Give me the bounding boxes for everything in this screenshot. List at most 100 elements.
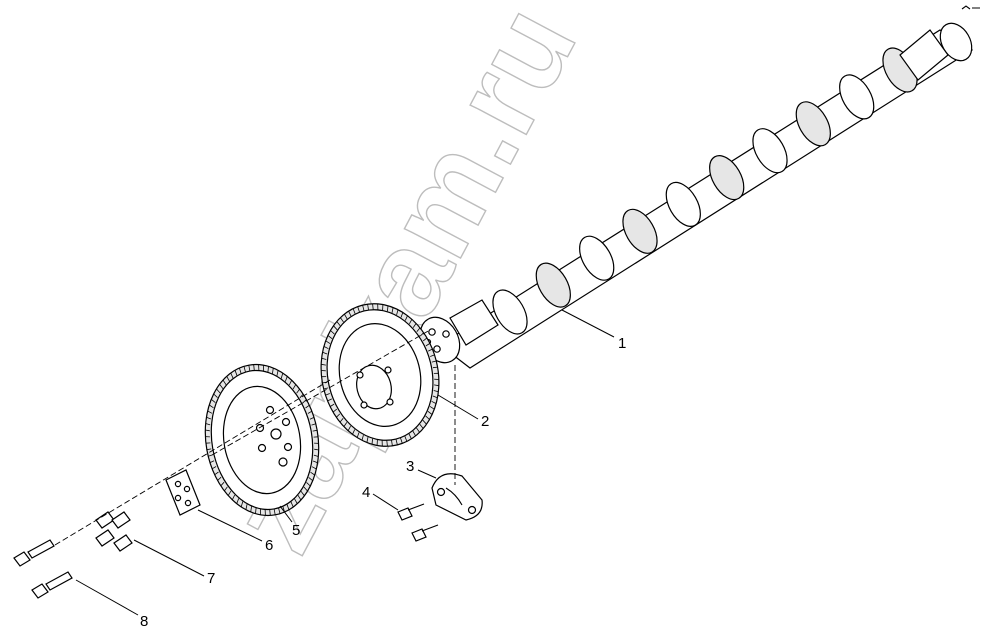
gear-tooth xyxy=(292,384,297,390)
gear-tooth xyxy=(321,357,327,360)
gear-tooth xyxy=(432,395,438,399)
gear-tooth xyxy=(300,491,305,496)
gear-tooth xyxy=(412,323,417,328)
gear-tooth xyxy=(367,304,369,310)
idler-gear-icon xyxy=(204,363,320,517)
gear-tooth xyxy=(267,366,269,373)
gear-tooth xyxy=(211,398,216,403)
gear-tooth xyxy=(224,486,228,492)
gear-tooth xyxy=(336,321,341,327)
cam-lobe xyxy=(752,128,788,174)
gear-tooth xyxy=(222,379,227,386)
gear-tooth xyxy=(395,439,398,445)
gear-tooth xyxy=(236,498,240,504)
gear-tooth xyxy=(313,454,319,457)
gear-tooth xyxy=(404,435,408,442)
camshaft-gear-icon xyxy=(320,303,440,447)
gear-tooth xyxy=(226,376,230,382)
gear-tooth xyxy=(209,460,215,463)
gear-tooth xyxy=(208,454,213,457)
gear-tooth xyxy=(240,501,244,508)
gear-tooth xyxy=(419,423,424,429)
gear-tooth xyxy=(211,466,217,470)
gear-tooth xyxy=(278,507,281,514)
gear-tooth xyxy=(214,471,219,476)
gear-tooth xyxy=(312,460,318,464)
cam-lobe xyxy=(839,74,875,120)
gear-tooth xyxy=(314,448,319,451)
gear-tooth xyxy=(253,364,255,371)
gear-tooth xyxy=(431,360,437,363)
gear-tooth xyxy=(362,305,365,311)
gear-tooth xyxy=(307,410,313,414)
cam-lobe xyxy=(579,235,615,281)
gear-tooth xyxy=(372,303,374,310)
gear-tooth xyxy=(306,482,311,487)
camshaft-icon xyxy=(419,22,974,369)
gear-tooth xyxy=(294,498,298,504)
gear-teeth xyxy=(321,303,439,447)
callout-7: 7 xyxy=(207,570,215,587)
gear-tooth xyxy=(327,398,332,402)
gear-tooth xyxy=(429,406,435,410)
gear-tooth xyxy=(280,372,284,379)
cam-lobe xyxy=(535,262,571,308)
gear-tooth xyxy=(312,429,318,432)
gear-tooth xyxy=(387,305,389,312)
gear-tooth xyxy=(310,471,315,476)
gear-tooth xyxy=(209,404,214,409)
gear-tooth xyxy=(352,308,356,315)
callouts: 1 2 3 4 5 6 7 8 xyxy=(140,335,626,630)
gear-tooth xyxy=(321,363,326,366)
assembly-axis-lines xyxy=(54,329,456,546)
gear-tooth xyxy=(371,438,373,445)
gear-tooth xyxy=(206,448,212,451)
gear-tooth xyxy=(322,351,328,355)
gear-tooth xyxy=(327,335,333,340)
bolt-icon xyxy=(397,503,439,542)
gear-tooth xyxy=(227,490,232,496)
screw-icon xyxy=(13,539,73,599)
gear-tooth xyxy=(433,390,439,393)
callout-2: 2 xyxy=(481,413,489,430)
gear-tooth xyxy=(340,317,344,323)
gear-tooth xyxy=(323,387,329,390)
gear-tooth xyxy=(391,440,393,446)
callout-4: 4 xyxy=(362,484,370,501)
gear-tooth xyxy=(422,419,427,425)
gear-tooth xyxy=(205,423,211,426)
gear-tooth xyxy=(332,408,338,413)
gear-tooth xyxy=(288,380,293,386)
cam-lobe xyxy=(492,289,528,335)
gear-tooth xyxy=(311,423,316,426)
gear-tooth xyxy=(391,307,394,313)
gear-tooth xyxy=(356,432,360,438)
callout-6: 6 xyxy=(265,537,273,554)
gear-tooth xyxy=(330,330,335,335)
callout-leaders xyxy=(75,309,615,616)
gear-tooth xyxy=(339,418,344,423)
gear-tooth xyxy=(286,504,290,510)
gear-tooth xyxy=(303,486,308,492)
gear-tooth xyxy=(343,422,348,427)
gear-tooth xyxy=(284,376,288,382)
gear-teeth xyxy=(205,364,319,516)
gear-tooth xyxy=(419,332,424,337)
gear-tooth xyxy=(234,370,238,376)
corner-mark-icon xyxy=(961,5,980,10)
gear-tooth xyxy=(347,426,351,431)
callout-3: 3 xyxy=(406,458,414,475)
gear-tooth xyxy=(239,367,242,374)
gear-tooth xyxy=(245,504,248,510)
gear-tooth xyxy=(425,415,430,420)
gear-tooth xyxy=(325,340,331,344)
gear-tooth xyxy=(432,366,438,369)
gear-tooth xyxy=(428,348,433,352)
bolt-set-icon xyxy=(95,511,133,552)
gear-tooth xyxy=(272,368,274,374)
gear-tooth xyxy=(329,403,335,407)
gear-tooth xyxy=(409,319,413,324)
gear-tooth xyxy=(219,384,224,389)
gear-tooth xyxy=(396,309,399,316)
